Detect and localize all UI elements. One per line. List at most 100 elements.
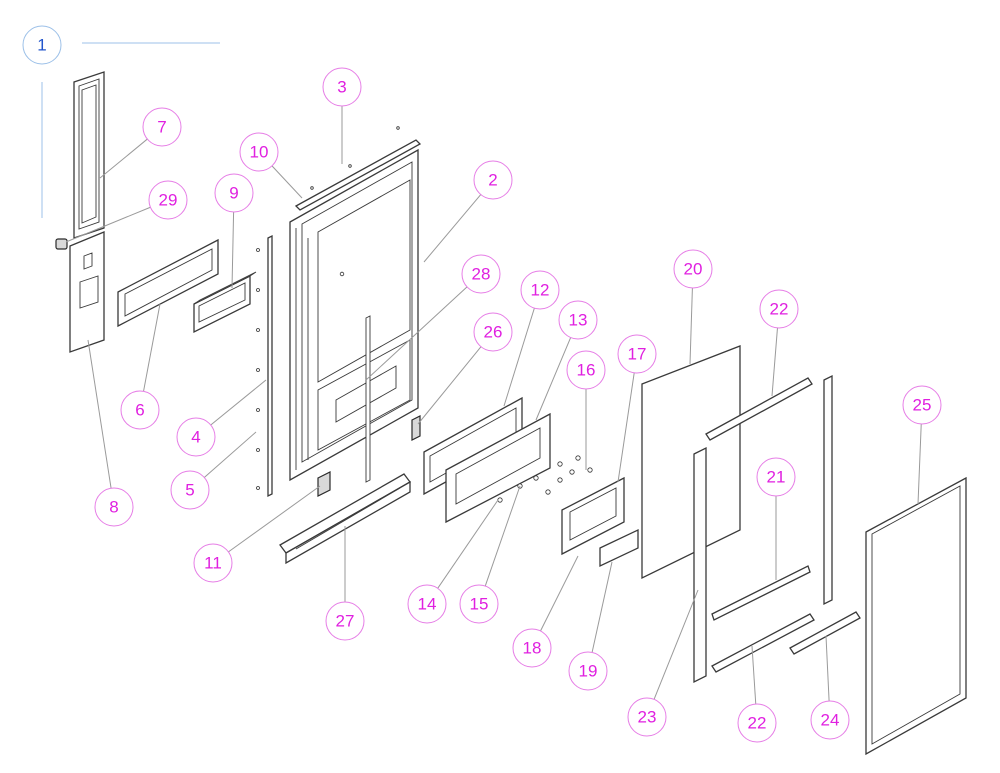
leader-line-6 bbox=[143, 303, 161, 392]
callout-circle-26 bbox=[473, 312, 513, 352]
callout-label-8: 8 bbox=[109, 498, 118, 517]
callout-label-26: 26 bbox=[484, 323, 503, 342]
part-5-fastener-column bbox=[256, 248, 260, 490]
callout-circle-23 bbox=[627, 697, 667, 737]
leader-line-5 bbox=[203, 431, 257, 478]
part-19-strip bbox=[599, 528, 639, 568]
callout-label-29: 29 bbox=[159, 191, 178, 210]
callout-circle-20 bbox=[673, 249, 713, 289]
callout-label-16: 16 bbox=[577, 361, 596, 380]
callout-circle-13 bbox=[558, 300, 598, 340]
leader-line-17 bbox=[617, 372, 635, 483]
part-22-rail-bottom bbox=[711, 613, 815, 673]
callout-label-17: 17 bbox=[628, 345, 647, 364]
part-20-glass-panel bbox=[641, 345, 741, 580]
callout-label-20: 20 bbox=[684, 260, 703, 279]
leader-line-7 bbox=[99, 138, 148, 179]
callout-circle-25 bbox=[902, 385, 942, 425]
part-14-15-fastener-cluster bbox=[497, 455, 593, 503]
leader-line-23 bbox=[653, 589, 699, 700]
part-10-rod bbox=[365, 315, 371, 483]
callout-label-18: 18 bbox=[523, 639, 542, 658]
callout-circle-16 bbox=[566, 350, 606, 390]
leader-line-2 bbox=[423, 194, 482, 263]
leader-line-9 bbox=[231, 211, 235, 289]
callout-circle-5 bbox=[170, 470, 210, 510]
leader-line-24 bbox=[825, 635, 830, 702]
leader-line-18 bbox=[540, 555, 579, 632]
part-9-box bbox=[193, 271, 257, 334]
callout-label-22b: 22 bbox=[748, 714, 767, 733]
part-11-bracket bbox=[317, 471, 331, 497]
callout-label-22a: 22 bbox=[770, 300, 789, 319]
callout-circle-28 bbox=[461, 254, 501, 294]
callout-circle-15 bbox=[459, 584, 499, 624]
callout-label-3: 3 bbox=[337, 78, 346, 97]
leader-line-22a bbox=[771, 327, 778, 397]
callout-label-23: 23 bbox=[638, 708, 657, 727]
callout-label-15: 15 bbox=[470, 595, 489, 614]
part-23-vertical-rail bbox=[693, 446, 707, 684]
part-4-strip bbox=[267, 234, 273, 498]
callout-label-6: 6 bbox=[135, 401, 144, 420]
leader-line-15 bbox=[484, 485, 521, 587]
callout-label-19: 19 bbox=[579, 662, 598, 681]
part-6-plate bbox=[117, 238, 219, 328]
callout-circle-11 bbox=[193, 543, 233, 583]
callout-circle-29 bbox=[148, 180, 188, 220]
part-27-bottom-rail bbox=[279, 473, 411, 565]
part-26-bracket bbox=[411, 415, 421, 441]
callout-circle-27 bbox=[325, 601, 365, 641]
callout-label-14: 14 bbox=[418, 595, 437, 614]
leader-line-20 bbox=[689, 287, 693, 365]
callout-circle-9 bbox=[214, 173, 254, 213]
callout-label-27: 27 bbox=[336, 612, 355, 631]
leader-line-12 bbox=[503, 307, 535, 407]
callout-circle-12 bbox=[520, 270, 560, 310]
leader-line-29 bbox=[65, 206, 151, 243]
callout-circle-18 bbox=[512, 628, 552, 668]
callout-label-21: 21 bbox=[767, 468, 786, 487]
callout-circle-7 bbox=[142, 107, 182, 147]
part-25-outer-frame bbox=[865, 476, 967, 756]
callout-label-24: 24 bbox=[821, 711, 840, 730]
part-right-vertical-rail bbox=[823, 374, 833, 606]
parts-line-art bbox=[55, 71, 967, 756]
figure-number-text: 1 bbox=[37, 36, 46, 55]
figure-number-marker: 1 bbox=[22, 25, 220, 218]
part-3-top-rail bbox=[294, 126, 422, 211]
leader-line-19 bbox=[591, 561, 613, 653]
leader-lines bbox=[65, 106, 922, 705]
part-8-side-panel bbox=[69, 231, 105, 353]
callout-label-13: 13 bbox=[569, 311, 588, 330]
callout-circle-19 bbox=[568, 651, 608, 691]
callout-label-5: 5 bbox=[185, 481, 194, 500]
callout-circle-2 bbox=[473, 160, 513, 200]
part-17-bracket-plate bbox=[561, 476, 625, 556]
part-2-door-frame bbox=[289, 148, 419, 482]
callout-circle-21 bbox=[756, 457, 796, 497]
leader-line-28 bbox=[365, 286, 468, 381]
part-21-rail bbox=[711, 565, 811, 621]
callout-label-7: 7 bbox=[157, 118, 166, 137]
callout-circle-3 bbox=[322, 67, 362, 107]
callout-label-28: 28 bbox=[472, 265, 491, 284]
leader-line-25 bbox=[917, 423, 922, 505]
callout-circle-24 bbox=[810, 700, 850, 740]
leader-line-4 bbox=[210, 379, 267, 426]
callout-label-2: 2 bbox=[488, 171, 497, 190]
callout-label-10: 10 bbox=[250, 143, 269, 162]
callout-circle-14 bbox=[407, 584, 447, 624]
callout-label-12: 12 bbox=[531, 281, 550, 300]
callout-circle-6 bbox=[120, 390, 160, 430]
leader-line-22b bbox=[751, 645, 757, 705]
callout-circle-22b bbox=[737, 703, 777, 743]
part-29-knob bbox=[55, 238, 68, 250]
callout-circle-10 bbox=[239, 132, 279, 172]
leader-line-14 bbox=[437, 499, 499, 589]
part-13-gasket bbox=[445, 412, 551, 524]
part-7-window-frame bbox=[73, 71, 105, 239]
leader-line-11 bbox=[228, 485, 321, 553]
